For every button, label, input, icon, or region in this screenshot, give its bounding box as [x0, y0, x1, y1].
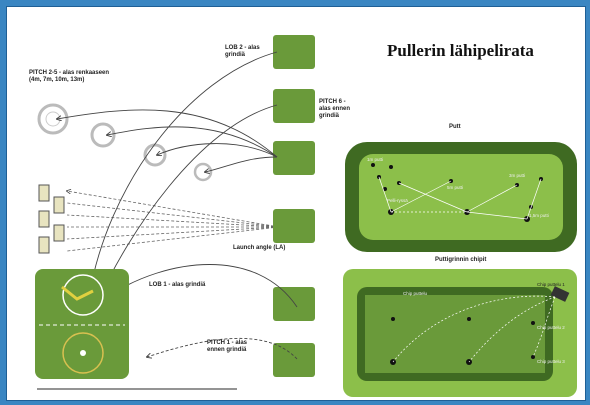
putt-green	[345, 142, 577, 252]
lob2-label: LOB 2 - alas	[225, 45, 260, 51]
putt-note: Pelli-ryssä	[387, 198, 408, 203]
launch-lines	[67, 191, 280, 252]
chip-note: Chip puttelu 2	[537, 325, 565, 330]
putt-note: 3m putti	[509, 173, 526, 178]
diagram-frame: Pullerin lähipelirata PITCH 2-5 - alas r…	[6, 6, 586, 401]
chip-note: Chip puttelu 3	[537, 359, 565, 364]
lob2-label-2: grindiä	[225, 52, 246, 58]
launch-targets	[38, 184, 65, 254]
putt-note: 1m putti	[367, 157, 384, 162]
hitting-boxes	[273, 35, 315, 377]
chip-note: Chip puttelu	[403, 291, 428, 296]
pitch1-label-2: ennen grindiä	[207, 347, 247, 353]
putt-title: Putt	[449, 124, 461, 130]
pitch-2-5-label: PITCH 2-5 - alas renkaaseen	[29, 70, 110, 76]
pitch6-label-3: grindiä	[319, 113, 340, 119]
pitch1-label: PITCH 1 - alas	[207, 340, 248, 346]
putt-note: 5m putti	[447, 185, 464, 190]
lob1-label: LOB 1 - alas grindiä	[149, 282, 206, 288]
drawing	[35, 35, 577, 397]
chip-title: Puttigrinnin chipit	[435, 257, 487, 263]
putt-note: 1,5m putti	[529, 213, 549, 218]
pitch-2-5-distances: (4m, 7m, 10m, 13m)	[29, 77, 85, 83]
chip-green	[343, 269, 577, 397]
pitch6-label: PITCH 6 -	[319, 99, 346, 105]
launch-angle-label: Launch angle (LA)	[233, 245, 286, 251]
chipping-green	[35, 269, 237, 390]
chip-note: Chip puttelu 1	[537, 282, 565, 287]
target-rings	[37, 103, 213, 182]
pitch6-label-2: alas ennen	[319, 106, 351, 112]
page-title: Pullerin lähipelirata	[387, 41, 534, 60]
